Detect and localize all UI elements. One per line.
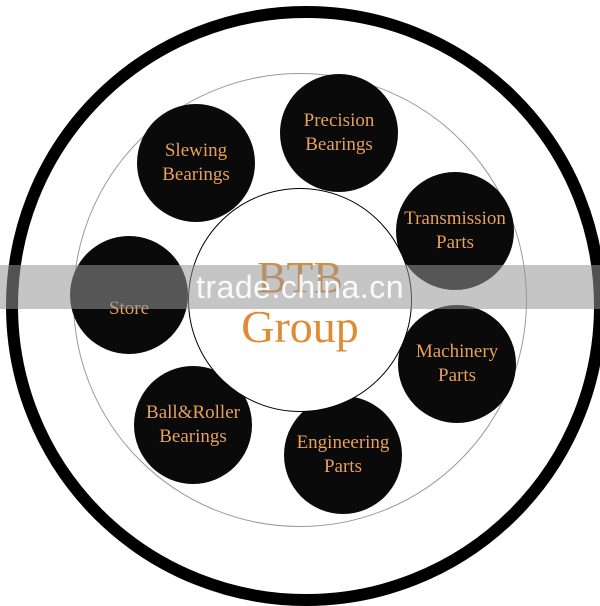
hub-title-line2: Group [241,301,359,352]
ball-label: Machinery Parts [415,341,499,386]
ball-label: Slewing Bearings [162,140,230,185]
ball-machinery-parts[interactable]: Machinery Parts [398,305,516,423]
watermark-band: trade.china.cn [0,265,600,309]
ball-label: Engineering Parts [296,432,390,477]
ball-engineering-parts[interactable]: Engineering Parts [284,396,402,514]
ball-label: Precision Bearings [303,110,375,155]
ball-precision-bearings[interactable]: Precision Bearings [280,74,398,192]
ball-slewing-bearings[interactable]: Slewing Bearings [137,104,255,222]
ball-ball-roller-bearings[interactable]: Ball&Roller Bearings [134,366,252,484]
ball-label: Ball&Roller Bearings [146,402,240,447]
watermark-text: trade.china.cn [195,268,404,305]
ball-label: Transmission Parts [404,208,506,253]
